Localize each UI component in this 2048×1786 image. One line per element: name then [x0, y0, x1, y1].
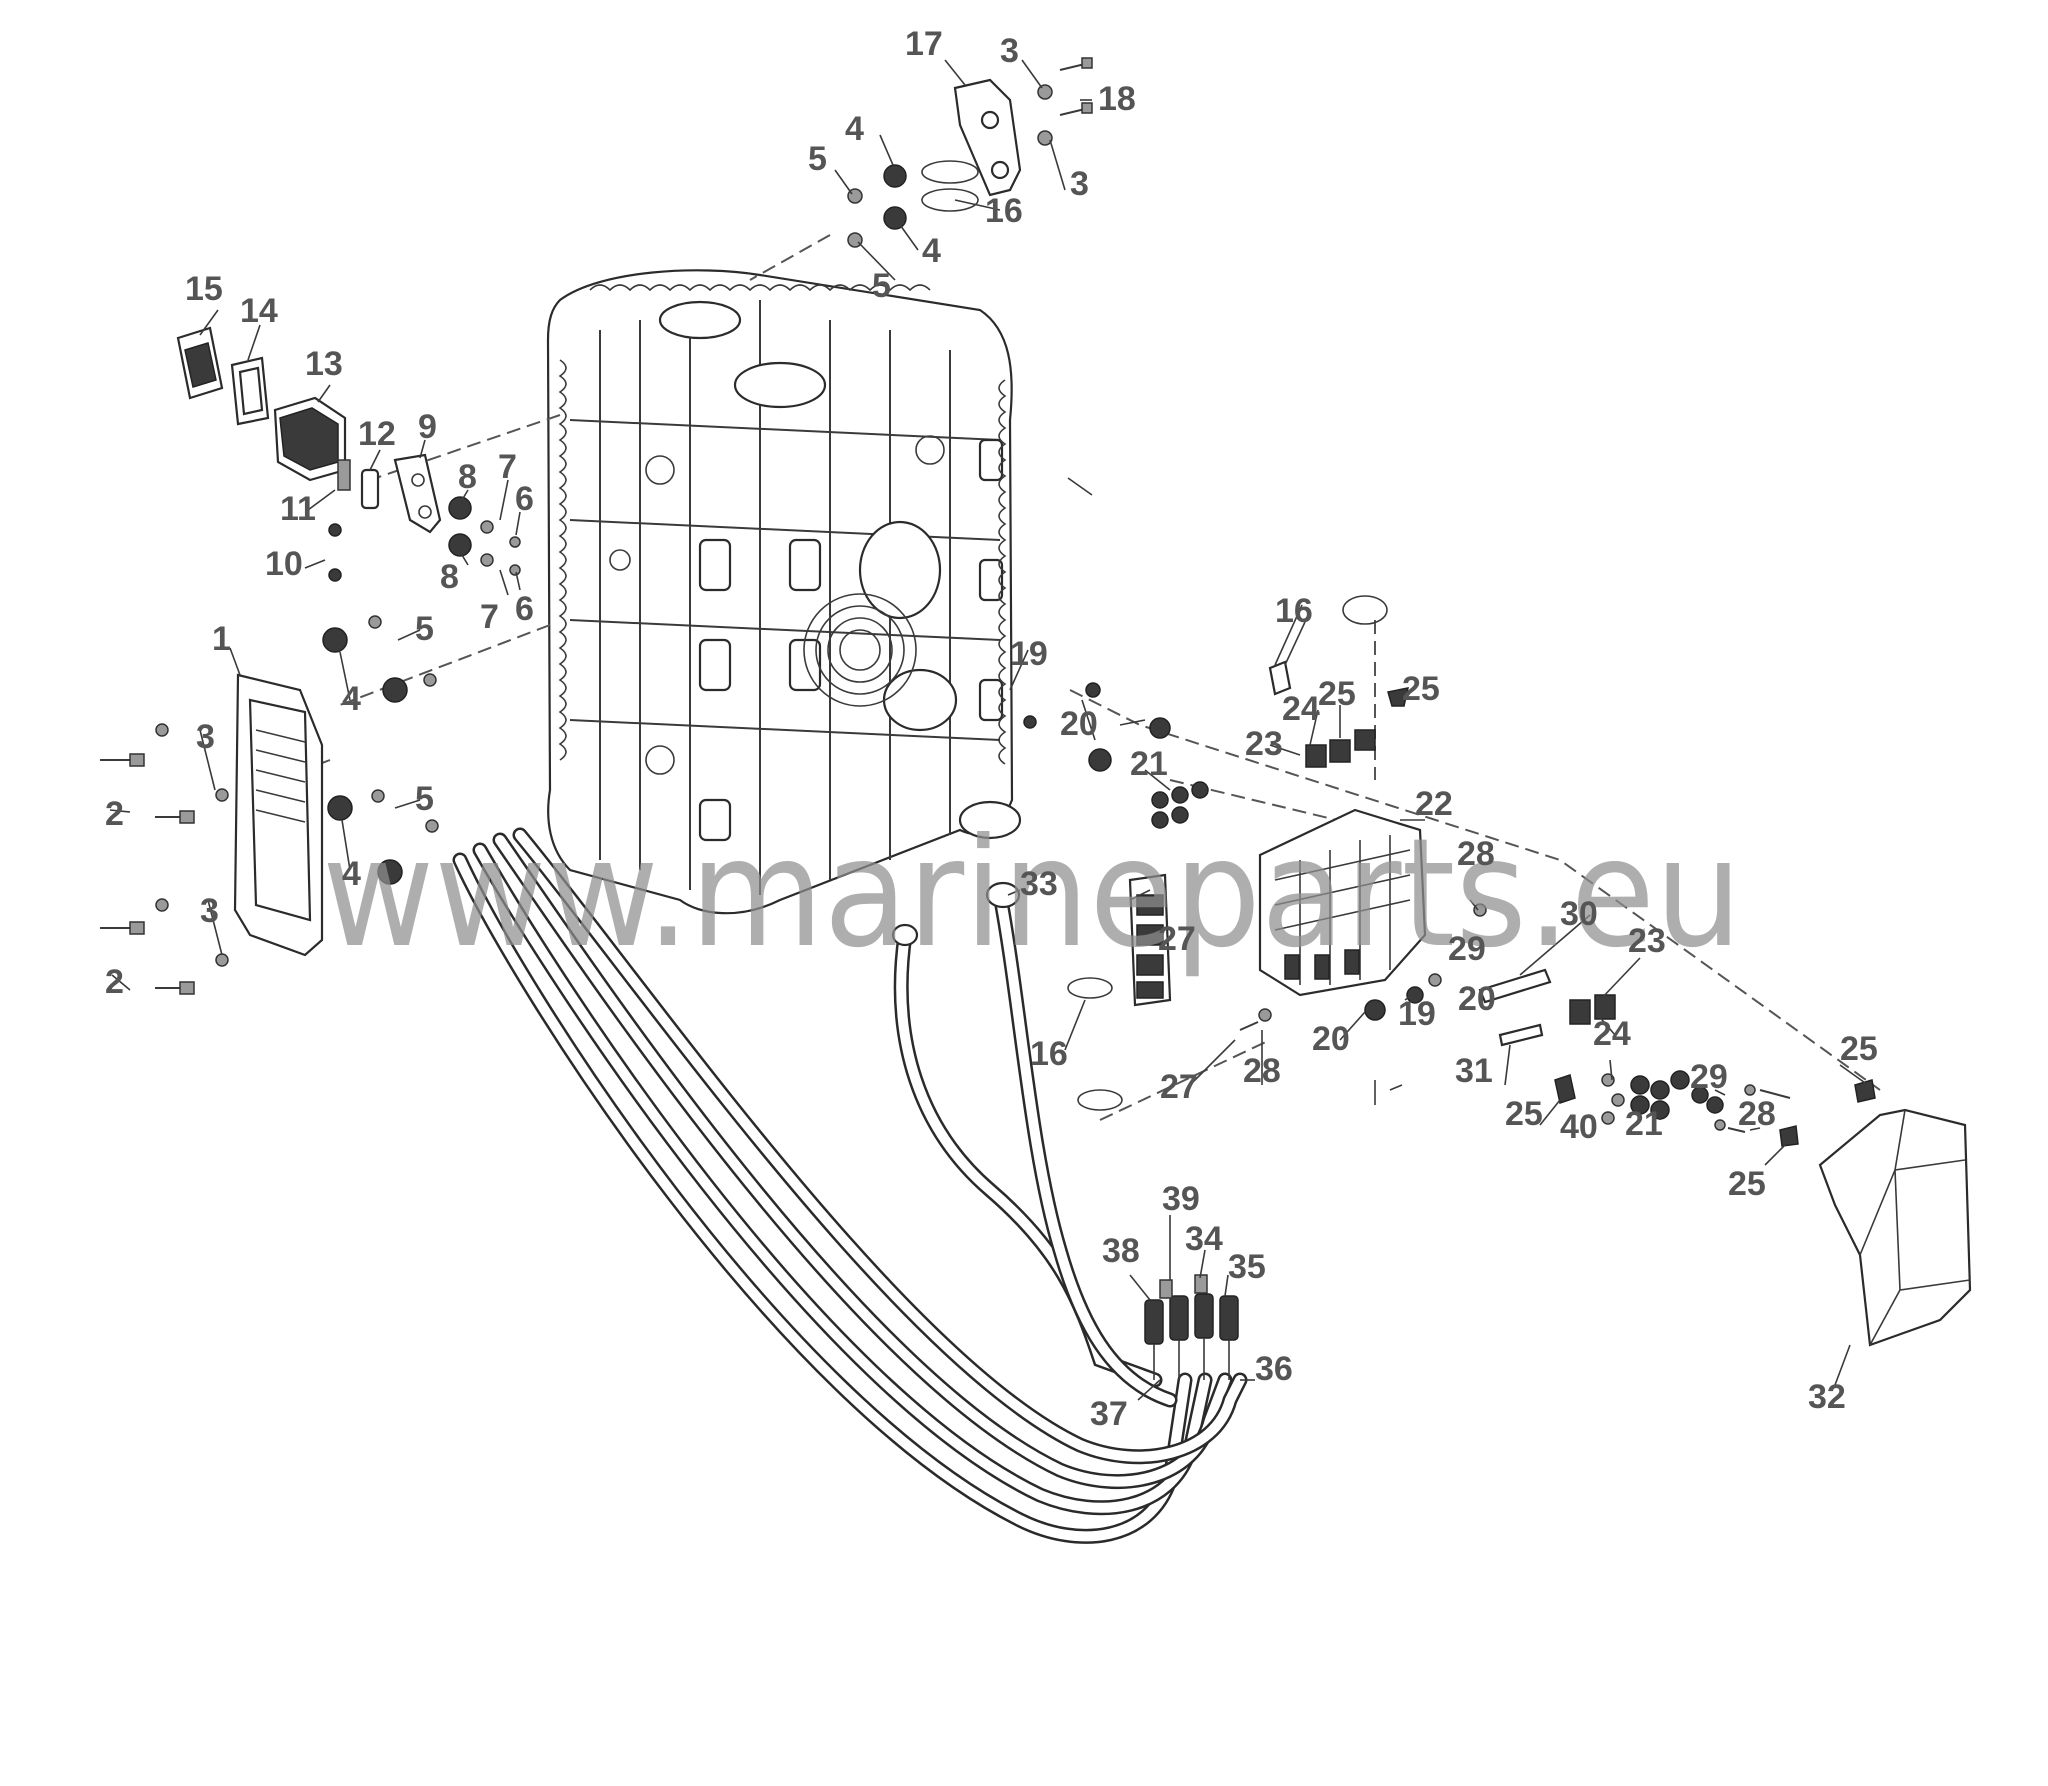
- callout-label: 5: [415, 610, 434, 648]
- seal-12: [360, 468, 380, 510]
- callout-label: 38: [1102, 1232, 1140, 1270]
- callout-label: 28: [1738, 1095, 1776, 1133]
- callout-label: 20: [1060, 705, 1098, 743]
- callout-label: 5: [415, 780, 434, 818]
- callout-label: 17: [905, 25, 943, 63]
- cylinder-bosses: [658, 300, 1022, 842]
- callout-label: 7: [498, 448, 517, 486]
- watermark: www.marineparts.eu: [322, 807, 1742, 981]
- right-small-parts: [1478, 968, 1972, 1347]
- engine-block: [546, 269, 1022, 915]
- callout-label: 28: [1243, 1052, 1281, 1090]
- callout-label: 14: [240, 292, 278, 330]
- callout-label: 8: [440, 558, 459, 596]
- callout-label: 25: [1728, 1165, 1766, 1203]
- callout-label: 20: [1458, 980, 1496, 1018]
- cover-32: [1818, 1108, 1972, 1347]
- callout-label: 37: [1090, 1395, 1128, 1433]
- callout-label: 27: [1160, 1068, 1198, 1106]
- callout-label: 16: [1275, 592, 1313, 630]
- hose-connectors: [1144, 1274, 1239, 1380]
- callout-label: 36: [1255, 1350, 1293, 1388]
- callout-label: 4: [342, 680, 361, 718]
- callout-label: 4: [922, 232, 941, 270]
- block-detail-left: [558, 284, 1007, 765]
- callout-label: 19: [1010, 635, 1048, 673]
- callout-label: 22: [1415, 785, 1453, 823]
- callout-label: 4: [845, 110, 864, 148]
- ecu-assembly: [100, 615, 439, 995]
- alignment-lines: [249, 234, 1881, 1121]
- callout-label: 25: [1840, 1030, 1878, 1068]
- block-wiring-rings: [609, 435, 945, 775]
- callout-label: 30: [1560, 895, 1598, 933]
- callout-label: 2: [105, 963, 124, 1001]
- callout-label: 2: [105, 795, 124, 833]
- strip-30: [1478, 968, 1552, 1004]
- callout-label: 3: [1000, 32, 1019, 70]
- callout-label: 8: [458, 458, 477, 496]
- callout-label: 23: [1245, 725, 1283, 763]
- callout-label: 24: [1282, 690, 1320, 728]
- callout-label: 39: [1162, 1180, 1200, 1218]
- callout-label: 32: [1808, 1378, 1846, 1416]
- callout-label: 13: [305, 345, 343, 383]
- relay-box-assembly: [1023, 595, 1487, 1111]
- callout-label: 24: [1593, 1015, 1631, 1053]
- callout-label: 25: [1505, 1095, 1543, 1133]
- callout-label: 25: [1318, 675, 1356, 713]
- callout-label: 21: [1625, 1105, 1663, 1143]
- callout-label: 31: [1455, 1052, 1493, 1090]
- callout-label: 5: [808, 140, 827, 178]
- callout-label: 1: [212, 620, 231, 658]
- callout-label: 28: [1457, 835, 1495, 873]
- callout-label: 19: [1398, 995, 1436, 1033]
- callout-label: 6: [515, 590, 534, 628]
- callout-label: 12: [358, 415, 396, 453]
- callout-label: 18: [1098, 80, 1136, 118]
- left-sensor-group: [176, 326, 521, 582]
- callout-label: 9: [418, 408, 437, 446]
- hose-bundle: [452, 827, 1248, 1544]
- callout-label: 3: [196, 718, 215, 756]
- callout-labels: 1 2 2 2 3 3 3 3 3 4 4 4 4 4 5 5 5 5 5 6 …: [105, 25, 1878, 1433]
- bracket-9: [393, 453, 442, 534]
- callout-label: 29: [1448, 930, 1486, 968]
- callout-label: 5: [872, 267, 891, 305]
- callout-label: 27: [1158, 920, 1196, 958]
- callout-label: 6: [515, 480, 534, 518]
- callout-label: 16: [1030, 1035, 1068, 1073]
- callout-label: 23: [1628, 922, 1666, 960]
- callout-label: 21: [1130, 745, 1168, 783]
- bracket-17: [953, 78, 1022, 197]
- callout-label: 25: [1402, 670, 1440, 708]
- callout-label: 15: [185, 270, 223, 308]
- callout-label: 29: [1690, 1058, 1728, 1096]
- callout-label: 4: [342, 855, 361, 893]
- callout-label: 16: [985, 192, 1023, 230]
- top-bracket-assembly: [847, 57, 1093, 248]
- leader-lines: [109, 59, 1869, 1401]
- callout-label: 40: [1560, 1108, 1598, 1146]
- callout-label: 7: [480, 598, 499, 636]
- callout-label: 11: [280, 490, 316, 528]
- strip-31: [1498, 1023, 1544, 1047]
- callout-label: 3: [1070, 165, 1089, 203]
- callout-label: 3: [200, 892, 219, 930]
- callout-label: 34: [1185, 1220, 1223, 1258]
- callout-label: 10: [265, 545, 303, 583]
- callout-label: 33: [1020, 865, 1058, 903]
- callout-label: 35: [1228, 1248, 1266, 1286]
- callout-label: 20: [1312, 1020, 1350, 1058]
